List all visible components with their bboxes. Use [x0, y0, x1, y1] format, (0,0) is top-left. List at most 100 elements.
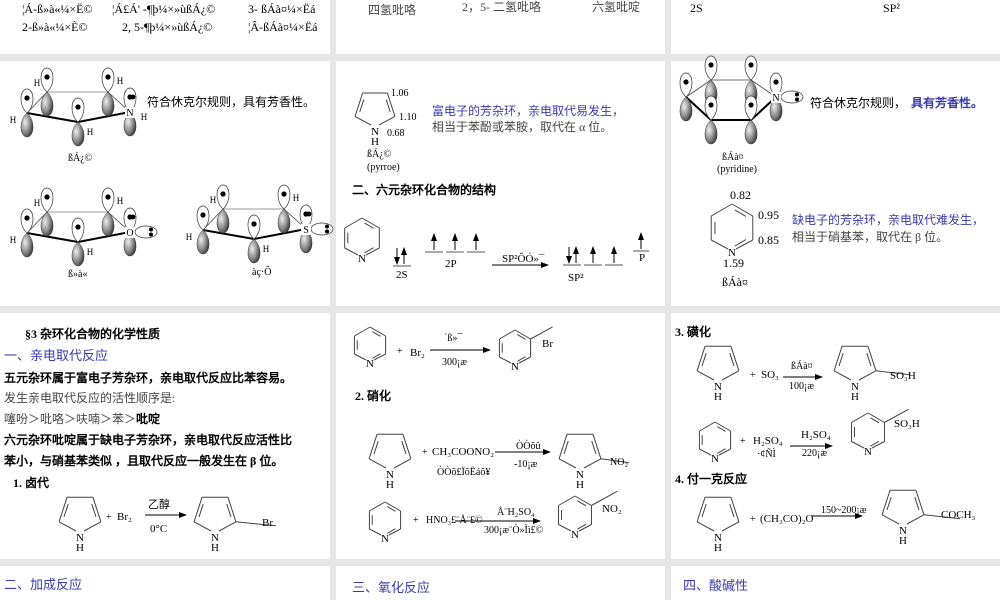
paragraph: 五元杂环属于富电子芳杂环，亲电取代反应比苯容易。 [4, 370, 292, 385]
bond [386, 92, 396, 117]
orbital-lobe [196, 205, 210, 231]
density-value: 1.06 [391, 88, 409, 99]
electron-dot [795, 92, 799, 97]
atom-label: N [511, 361, 519, 373]
bond [866, 352, 872, 367]
electron-dot [795, 97, 799, 102]
orbital-lobe [123, 207, 137, 233]
bond [226, 503, 232, 518]
lone-pair [134, 225, 158, 239]
condition: H₂SO₄ [801, 429, 831, 441]
electron-dot [251, 221, 257, 227]
electron-dot [708, 102, 714, 108]
atom-label: O [126, 228, 133, 239]
electron-dot [24, 215, 30, 221]
bond [193, 497, 203, 522]
bond [558, 495, 576, 506]
atom-label: N [571, 529, 579, 541]
pyridine-structure: N [698, 421, 732, 465]
p-orbital [196, 205, 210, 255]
label-backing [125, 227, 135, 238]
lone-pair [310, 222, 334, 236]
electron-dot [149, 232, 153, 237]
electron-dot [105, 74, 111, 80]
huckel-text: 符合休克尔规则， [810, 95, 906, 110]
lone-pair [780, 90, 804, 104]
reactivity-order: 噻吩＞吡咯＞呋喃＞苯＞吡啶 [4, 411, 160, 426]
electron-dot [44, 194, 50, 200]
bond [734, 209, 747, 217]
bond [344, 217, 363, 229]
electron-dot [105, 194, 111, 200]
bond [867, 412, 885, 423]
pyridine-structure: N [353, 326, 387, 370]
label-backing [771, 92, 781, 103]
bond [530, 326, 553, 340]
plus-sign: + [740, 436, 746, 447]
orbital-lobe [40, 187, 54, 213]
p-orbital [744, 95, 758, 145]
atom-label: N [76, 532, 84, 544]
pyrrole-name-en: (pyrroe) [367, 162, 400, 173]
label-backing [301, 224, 311, 235]
reagent: Br₂ [117, 511, 132, 523]
bond [373, 353, 386, 361]
orbital-lobe [247, 214, 261, 240]
orbital-lobe [744, 119, 758, 145]
condition: 300¡æ [442, 357, 467, 368]
reagent-note: ÒÒõ£ÏõËáõ¥ [437, 466, 490, 478]
orbital-lobe [40, 67, 54, 93]
item-heading: 4. 付一克反应 [675, 471, 747, 486]
reagent-note: ·¢ÑÌ [757, 448, 776, 460]
bond [591, 440, 597, 455]
slide-chemical-properties [0, 313, 330, 559]
condition: ´ß»¯ [444, 333, 463, 344]
bond [730, 497, 740, 522]
bond [871, 441, 885, 449]
orbital-lobe [20, 112, 34, 138]
bond [574, 495, 592, 506]
plus-sign: + [750, 370, 756, 381]
p-orbital [71, 97, 85, 147]
bond [729, 352, 735, 367]
atom-label: H [117, 76, 124, 86]
pyrrole-structure: NH [833, 345, 910, 403]
bond [372, 353, 381, 359]
bond [875, 370, 910, 376]
bond [851, 412, 869, 423]
orbital-label: SP² [883, 1, 900, 15]
orbital-lobe [277, 184, 291, 210]
bond [718, 448, 731, 456]
atom-label: N [864, 446, 872, 458]
orbital-lobe [196, 229, 210, 255]
bond [923, 514, 960, 520]
orbital-lobe [744, 95, 758, 121]
bond [884, 408, 909, 423]
bond [714, 421, 731, 432]
bond [577, 523, 587, 530]
bond [721, 370, 740, 381]
section-title: 四、酸碱性 [683, 578, 748, 593]
orbital-lobe [216, 184, 230, 210]
atom-label: H [117, 196, 124, 206]
condition: Å¨H₂SO₄ [497, 506, 535, 518]
item-heading: 1. 卤代 [13, 475, 49, 490]
pyridine-structure: N [710, 203, 754, 259]
bond [218, 521, 237, 532]
bond [354, 116, 372, 126]
bond [699, 448, 712, 456]
item-heading: 3. 磺化 [675, 324, 711, 339]
bond [77, 111, 131, 123]
bond [717, 448, 726, 454]
bond [721, 521, 740, 532]
condition: 150~200¡æ [821, 505, 867, 516]
condition: 0°C [150, 523, 167, 535]
pyrrole-label: ßÁ¿© [68, 152, 93, 164]
orbital-lobe [40, 211, 54, 237]
pyrrole-structure: NH [881, 489, 960, 547]
atom-label: H [87, 247, 94, 257]
orbital-label-sp2: SP² [568, 272, 584, 284]
bond [870, 417, 880, 424]
electron-dot [44, 74, 50, 80]
